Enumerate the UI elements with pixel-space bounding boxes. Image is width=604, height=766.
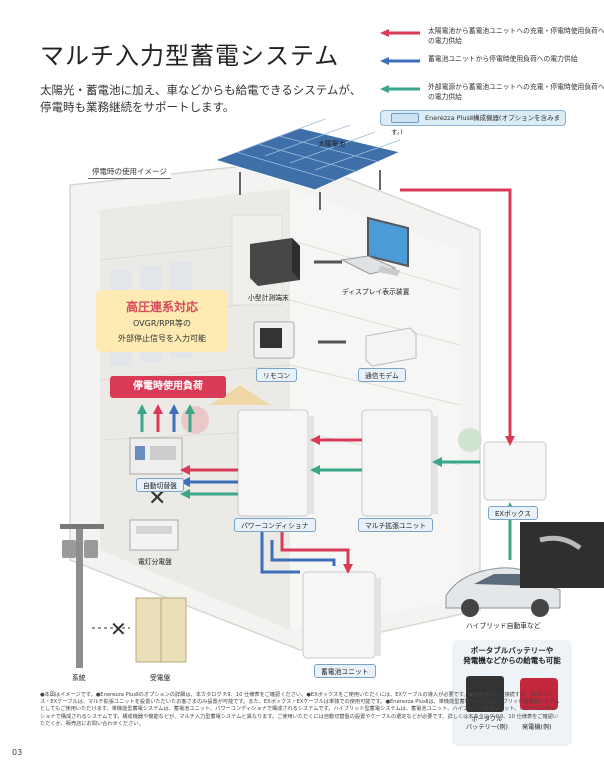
substation-illustration (135, 597, 187, 663)
power-conditioner-illustration (237, 409, 314, 517)
modem-tag: 通信モデム (358, 368, 406, 382)
portable-battery-label: ポータブル バッテリー(例) (466, 716, 508, 732)
grid-label: 系統 (72, 674, 86, 682)
page-subtitle: 太陽光・蓄電池に加え、車などからも給電できるシステムが、停電時も業務継続をサポー… (40, 83, 362, 114)
blue-arrow-icon (380, 57, 420, 65)
portable-battery-label-2: バッテリー(例) (466, 724, 508, 731)
modem-illustration (365, 327, 417, 367)
portable-title-line-1: ポータブルバッテリーや (470, 646, 554, 655)
legend-blue: 蓄電池ユニットから停電時使用負荷への電力供給 (380, 54, 604, 65)
legend-green-text: 外部電源から蓄電池ユニットへの充電・停電時使用負荷への電力供給 (428, 83, 604, 101)
callout-title: 高圧連系対応 (125, 300, 198, 314)
auto-switch-panel-illustration (129, 437, 183, 475)
remote-tag: リモコン (256, 368, 298, 382)
substation-label: 受電盤 (150, 674, 171, 682)
usage-image-label: 停電時の使用イメージ (88, 166, 171, 179)
display-label: ディスプレイ表示装置 (342, 288, 410, 296)
green-arrow-icon (380, 85, 420, 93)
display-monitor-illustration (340, 216, 409, 276)
high-voltage-callout: 高圧連系対応 OVGR/RPR等の 外部停止信号を入力可能 (96, 290, 228, 352)
legend-blue-text: 蓄電池ユニットから停電時使用負荷への電力供給 (428, 55, 578, 63)
callout-line-2: 外部停止信号を入力可能 (118, 334, 206, 343)
equipment-chip-icon (391, 113, 419, 123)
utility-pole-illustration (60, 524, 104, 668)
hybrid-car-label: ハイブリッド自動車など (466, 622, 541, 630)
legend-equipment-box: Enerezza PlusⅡ構成機器(オプションを含みます。) (380, 110, 566, 136)
solar-panel-illustration (213, 118, 402, 210)
building-illustration (69, 159, 482, 651)
callout-line-1: OVGR/RPR等の (132, 319, 192, 328)
portable-battery-illustration (466, 676, 504, 712)
ex-box-illustration (483, 441, 547, 501)
legend-red: 太陽電池から蓄電池ユニットへの充電・停電時使用負荷への電力供給 (380, 26, 604, 46)
multi-unit-tag: マルチ拡張ユニット (358, 518, 434, 532)
lighting-panel-label: 電灯分電盤 (138, 558, 172, 566)
red-arrow-icon (380, 29, 420, 37)
meter-label: 小型計測端末 (248, 294, 289, 302)
footnotes: ●本図はイメージです。●Enerezza PlusⅡのオプションの詳細は、本カタ… (40, 692, 560, 727)
lighting-panel-illustration (129, 519, 179, 551)
remote-illustration (253, 321, 295, 359)
legend-green: 外部電源から蓄電池ユニットへの充電・停電時使用負荷への電力供給 (380, 82, 604, 102)
portable-box-illustration (452, 640, 572, 746)
solar-label: 太陽電池 (318, 140, 346, 148)
load-banner: 停電時使用負荷 (110, 376, 226, 398)
meter-terminal-illustration (250, 238, 300, 286)
generator-illustration (520, 678, 558, 710)
auto-switch-tag: 自動切替盤 (136, 478, 184, 492)
portable-title: ポータブルバッテリーや 発電機などからの給電も可能 (454, 646, 570, 666)
legend-box-text: Enerezza PlusⅡ構成機器(オプションを含みます。) (391, 114, 561, 136)
battery-unit-illustration (302, 571, 381, 659)
legend-red-text: 太陽電池から蓄電池ユニットへの充電・停電時使用負荷への電力供給 (428, 27, 604, 45)
not-connected-cross-icon-2: ✕ (110, 617, 127, 641)
portable-title-line-2: 発電機などからの給電も可能 (463, 656, 561, 665)
page-number: 03 (12, 748, 23, 757)
charging-photo-illustration (520, 522, 604, 588)
power-conditioner-tag: パワーコンディショナ (234, 518, 316, 532)
not-connected-cross-icon-1: ✕ (148, 486, 166, 511)
page-title: マルチ入力型蓄電システム (40, 42, 340, 70)
load-arrows (137, 404, 195, 432)
generator-label: 発電機(例) (522, 724, 552, 731)
multi-unit-illustration (361, 409, 438, 517)
portable-battery-label-1: ポータブル (471, 716, 503, 723)
battery-tag: 蓄電池ユニット (314, 664, 376, 678)
ex-box-tag: EXボックス (488, 506, 538, 520)
